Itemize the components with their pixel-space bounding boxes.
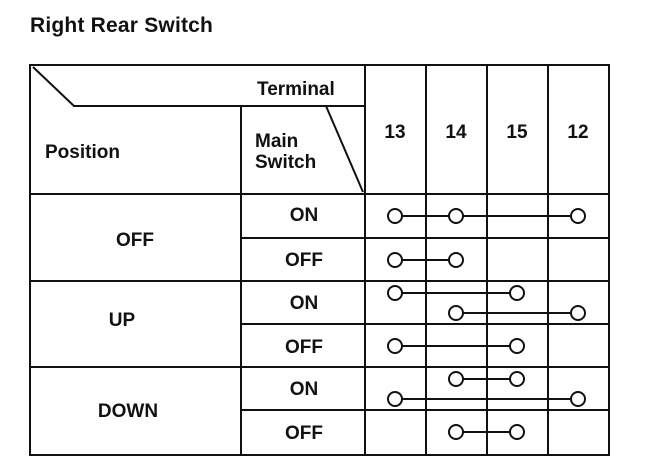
terminal-contact-circle [509, 371, 525, 387]
terminal-contact-circle [387, 285, 403, 301]
main-switch-state-down-off: OFF [285, 423, 323, 444]
terminal-contact-circle [448, 371, 464, 387]
continuity-connections [387, 208, 586, 440]
main-switch-labels: ON OFF ON OFF ON OFF [285, 205, 323, 444]
terminal-contact-circle [387, 391, 403, 407]
main-switch-state-up-off: OFF [285, 337, 323, 358]
table-grid [29, 64, 610, 456]
position-labels: OFF UP DOWN [98, 230, 158, 422]
terminal-contact-circle [387, 252, 403, 268]
main-switch-state-off-on: ON [290, 205, 319, 226]
table-header: Terminal Position Main Switch 13 14 15 1… [45, 79, 589, 173]
table-border [29, 64, 610, 456]
terminal-contact-circle [570, 391, 586, 407]
main-switch-state-off-off: OFF [285, 250, 323, 271]
diagram-title: Right Rear Switch [30, 14, 214, 37]
terminal-contact-circle [509, 285, 525, 301]
terminal-contact-circle [448, 252, 464, 268]
main-switch-header-line1: Main [255, 131, 298, 152]
position-off-label: OFF [116, 230, 154, 251]
terminal-14-label: 14 [445, 122, 467, 143]
terminal-contact-circle [448, 424, 464, 440]
position-down-label: DOWN [98, 401, 158, 422]
terminal-13-label: 13 [384, 122, 405, 143]
terminal-header-label: Terminal [257, 79, 335, 100]
terminal-contact-circle [448, 305, 464, 321]
position-up-label: UP [109, 310, 136, 331]
main-switch-header-line2: Switch [255, 152, 316, 173]
terminal-contact-circle [509, 338, 525, 354]
position-header-label: Position [45, 142, 120, 163]
terminal-15-label: 15 [506, 122, 528, 143]
terminal-contact-circle [387, 208, 403, 224]
terminal-12-label: 12 [567, 122, 588, 143]
main-switch-state-up-on: ON [290, 293, 319, 314]
terminal-contact-circle [448, 208, 464, 224]
terminal-contact-circle [570, 208, 586, 224]
terminal-contact-circle [387, 338, 403, 354]
main-switch-diagonal-divider [241, 105, 364, 193]
main-switch-state-down-on: ON [290, 379, 319, 400]
terminal-contact-circle [509, 424, 525, 440]
terminal-contact-circle [570, 305, 586, 321]
